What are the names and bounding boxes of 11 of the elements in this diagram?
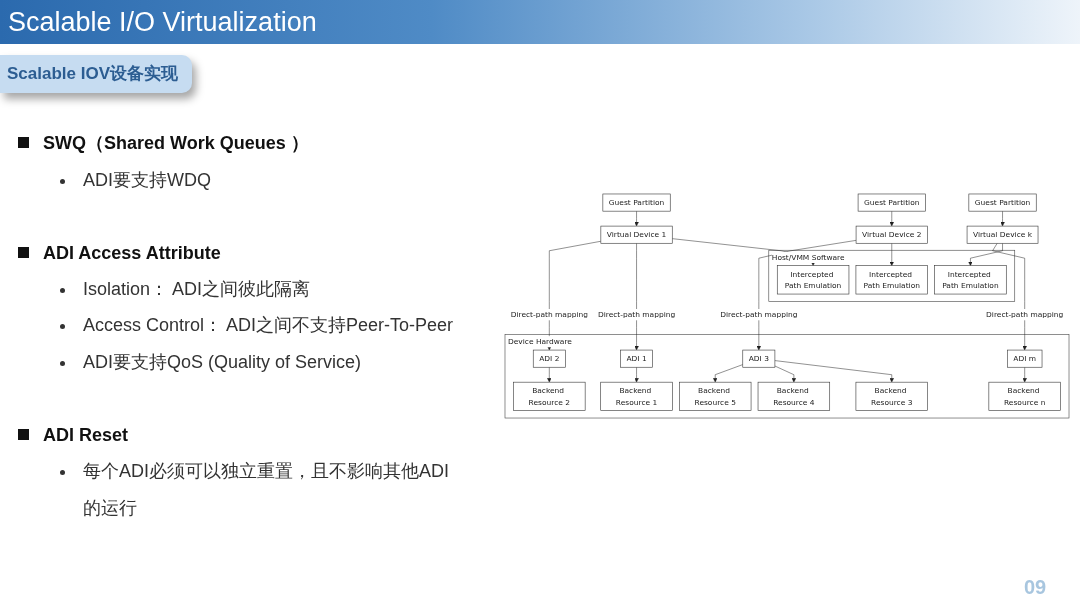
slide-title: Scalable I/O Virtualization xyxy=(8,6,317,38)
bullet-text: 每个ADI必须可以独立重置，且不影响其他ADI的运行 xyxy=(83,460,450,520)
bullet-text: Access Control： ADI之间不支持Peer-To-Peer xyxy=(83,314,454,337)
bullet-heading: ADI Access Attribute xyxy=(43,242,221,264)
bullet-text: ADI要支持QoS (Quality of Service) xyxy=(83,351,362,374)
bullet-heading: ADI Reset xyxy=(43,424,129,446)
section-heading: Scalable IOV设备实现 xyxy=(0,55,192,93)
bullet-text: ADI要支持WDQ xyxy=(83,169,211,192)
bullet-text: Isolation： ADI之间彼此隔离 xyxy=(83,278,311,301)
page-number: 09 xyxy=(1024,576,1047,599)
bullet-heading: SWQ（Shared Work Queues ） xyxy=(43,132,309,154)
